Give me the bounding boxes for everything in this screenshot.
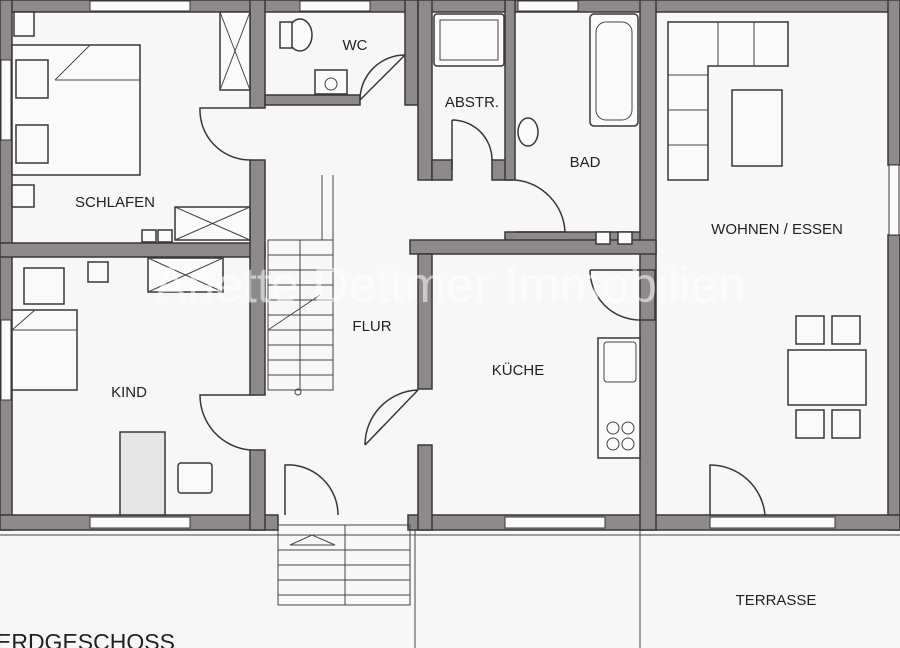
- floor-label: ERDGESCHOSS: [0, 629, 175, 648]
- room-label-abstr: ABSTR.: [445, 94, 499, 111]
- room-label-terrasse: TERRASSE: [736, 592, 817, 609]
- windows: [0, 0, 900, 529]
- terrace-outline: [0, 530, 900, 648]
- room-label-kind: KIND: [111, 384, 147, 401]
- doors: [199, 54, 766, 516]
- room-label-kueche: KÜCHE: [492, 361, 545, 379]
- staircase: [267, 175, 411, 606]
- room-label-wc: WC: [343, 37, 368, 54]
- room-label-flur: FLUR: [352, 318, 391, 335]
- room-label-wohnen: WOHNEN / ESSEN: [711, 221, 843, 238]
- furniture: [11, 11, 867, 516]
- room-label-schlafen: SCHLAFEN: [75, 194, 155, 211]
- watermark: Anette Dettmer Immobilien: [154, 257, 746, 313]
- room-label-bad: BAD: [570, 154, 601, 171]
